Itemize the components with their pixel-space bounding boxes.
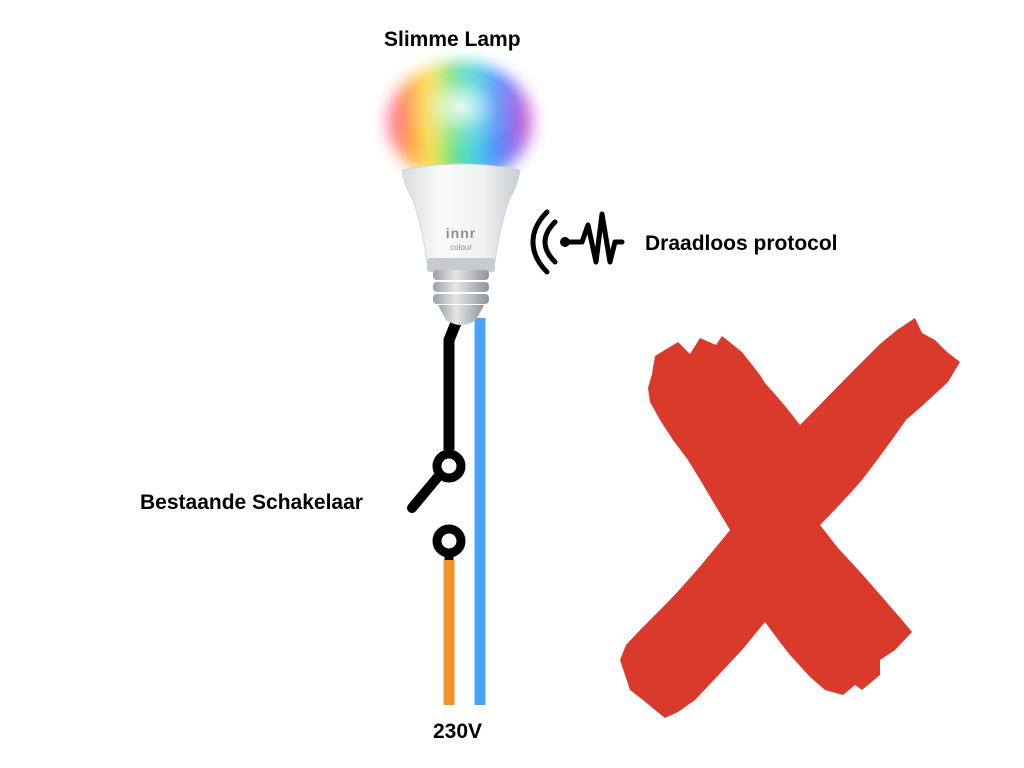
existing-switch-label: Bestaande Schakelaar (140, 491, 363, 514)
bulb-brand-logo: innr (446, 225, 476, 241)
switch-symbol-icon (407, 449, 466, 560)
red-cross-icon (620, 318, 960, 718)
live-wire-upper (443, 315, 464, 450)
switch-terminal-top (432, 449, 466, 483)
switch-lever (407, 473, 442, 513)
smart-bulb-icon: innr colour (360, 32, 560, 325)
bulb-screw-base (433, 270, 489, 325)
lamp-label: Slimme Lamp (384, 28, 521, 51)
switch-terminal-bottom (432, 524, 466, 558)
bulb-model-label: colour (450, 243, 472, 252)
wires (443, 315, 486, 705)
voltage-label: 230V (433, 720, 483, 743)
bulb-body (401, 163, 521, 263)
wireless-protocol-label: Draadloos protocol (645, 232, 838, 255)
wireless-signal-icon (530, 209, 625, 275)
